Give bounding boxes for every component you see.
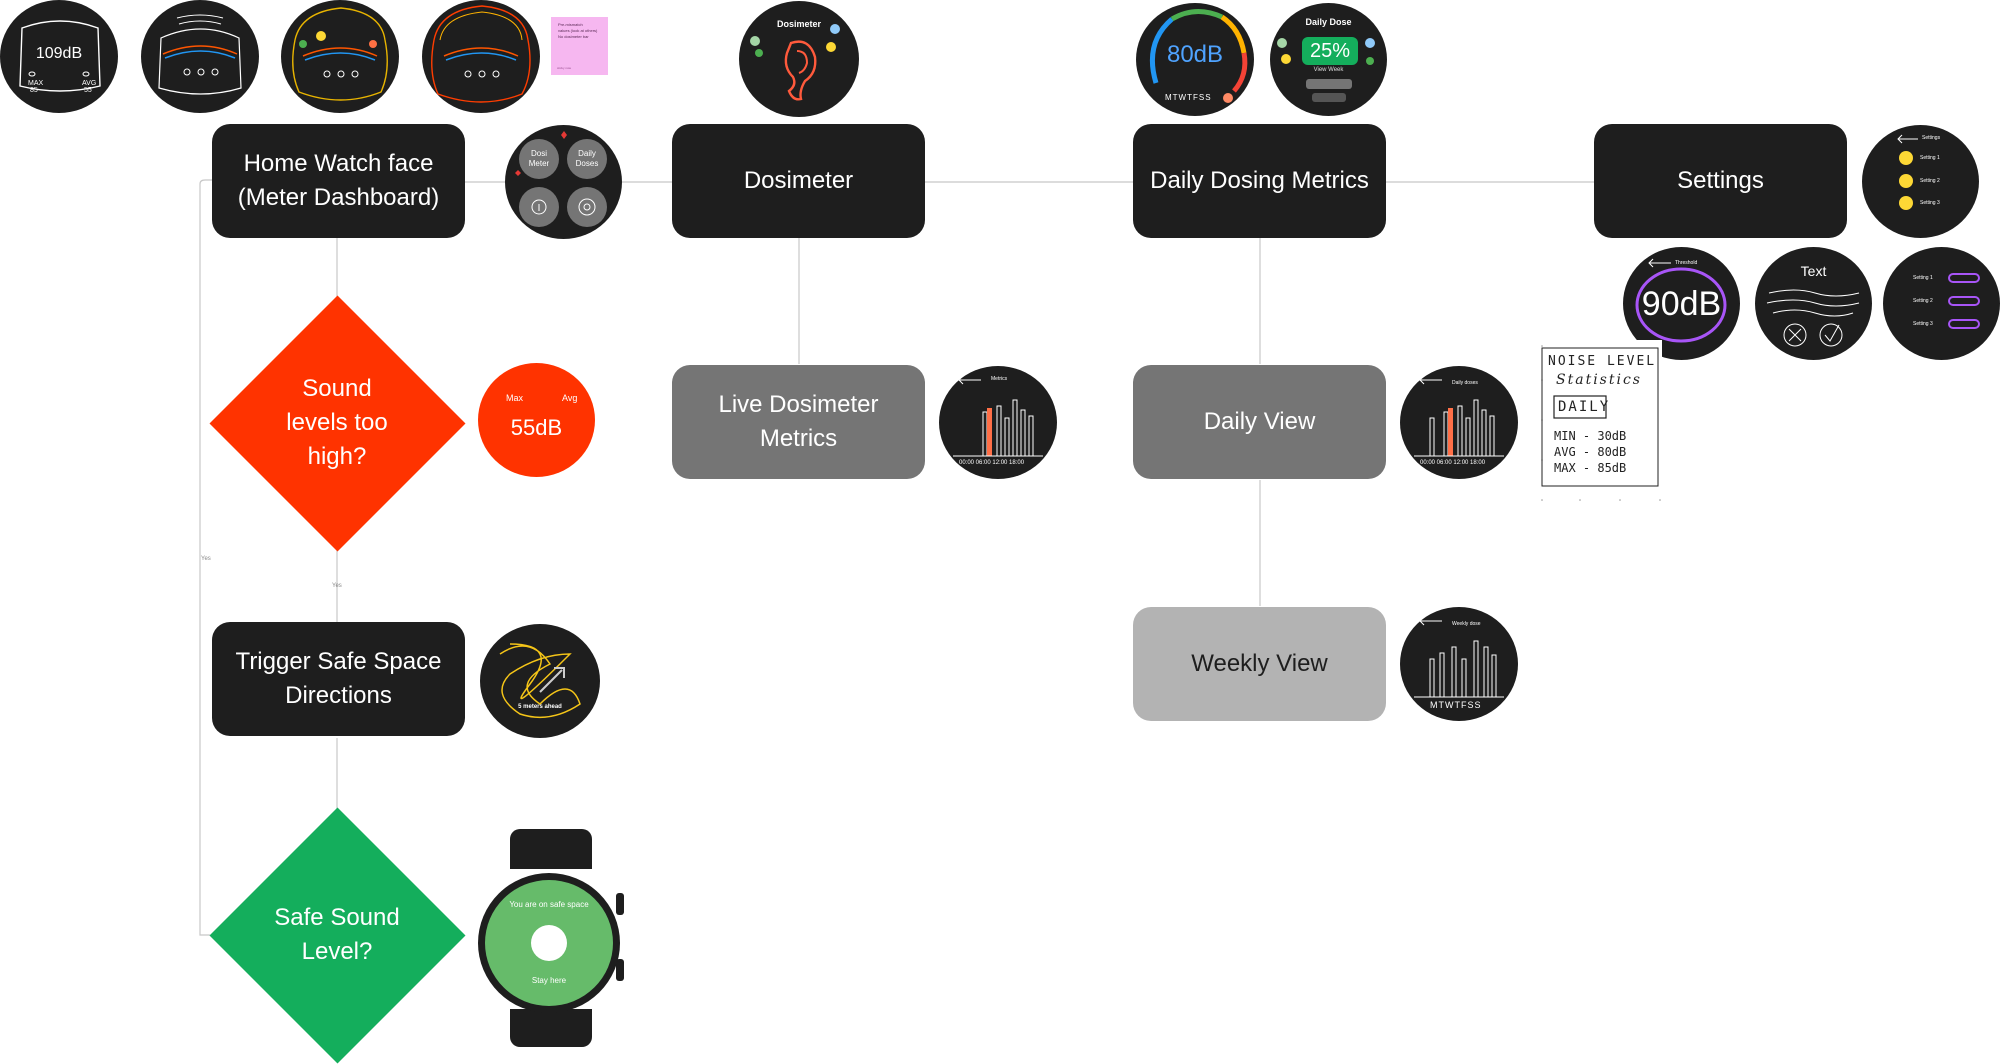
menu-item-dosimeter[interactable]: Dosi Meter: [528, 149, 550, 168]
paper-title-2: Statistics: [1556, 372, 1642, 388]
sticky-line-2: values (look at others): [558, 28, 598, 33]
paper-sketch-statistics: NOISE LEVEL Statistics DAILY MIN - 30dB …: [1540, 340, 1662, 502]
paper-row-avg: AVG - 80dB: [1554, 445, 1627, 459]
watch-weekly-chart: Weekly dose MTWTFSS: [1400, 607, 1518, 721]
paper-row-max: MAX - 85dB: [1554, 461, 1627, 475]
node-trigger-safe-space[interactable]: Trigger Safe Space Directions: [212, 622, 465, 736]
node-daily-dosing-metrics[interactable]: Daily Dosing Metrics: [1133, 124, 1386, 238]
decision-safe-level-label: Safe Sound Level?: [274, 904, 400, 965]
edge-label-yes-sound: Yes: [332, 583, 342, 589]
alert-value: 55dB: [510, 415, 563, 440]
node-home-watch-face[interactable]: Home Watch face (Meter Dashboard): [212, 124, 465, 238]
sticky-note: Pre-mismatch values (look at others) No …: [551, 17, 608, 75]
watch-text-sketch: Text: [1755, 247, 1872, 360]
menu-item-daily-doses[interactable]: Daily Doses: [575, 149, 599, 168]
threshold-title: Threshold: [1675, 260, 1698, 266]
toggle-item-1[interactable]: Setting 1: [1913, 275, 1933, 281]
watch-sketch-yellow: [281, 0, 399, 113]
daily-dose-link[interactable]: View Week: [1313, 67, 1344, 73]
home-face-avg-label: AVG: [82, 80, 97, 87]
watch-sketch-rainbow: [141, 0, 259, 113]
ring-face-value: 80dB: [1166, 41, 1224, 68]
alert-max-label: Max: [506, 393, 524, 403]
decision-sound-high-label: Sound levels too high?: [286, 375, 388, 470]
daily-chart-title: Daily doses: [1452, 380, 1478, 386]
watch-live-metrics: Metrics 00:00 06:00 12:00 18:00: [939, 366, 1057, 479]
live-chart-axis: 00:00 06:00 12:00 18:00: [959, 460, 1025, 466]
paper-title-1: NOISE LEVEL: [1548, 354, 1657, 369]
paper-row-min: MIN - 30dB: [1554, 429, 1627, 443]
safe-watch-top-text: You are on safe space: [509, 900, 589, 909]
weekly-chart-axis: MTWTFSS: [1430, 700, 1482, 710]
dosimeter-face-title: Dosimeter: [776, 19, 821, 29]
watch-safe-space-device: You are on safe space Stay here: [478, 829, 624, 1047]
home-face-value: 109dB: [35, 45, 83, 62]
node-settings[interactable]: Settings: [1594, 124, 1847, 238]
node-dosimeter[interactable]: Dosimeter: [672, 124, 925, 238]
watch-ring-80db: 80dB MTWTFSS: [1136, 3, 1254, 116]
watch-menu: Dosi Meter Daily Doses: [505, 125, 622, 239]
watch-directions: 5 meters ahead: [480, 624, 600, 738]
sticky-line-1: Pre-mismatch: [558, 22, 583, 27]
edge-label-yes-loop: Yes: [201, 556, 211, 562]
node-daily-view[interactable]: Daily View: [1133, 365, 1386, 479]
daily-dose-value: 25%: [1309, 40, 1351, 62]
watch-safe-dot: [531, 925, 567, 961]
watch-crown-bottom: [616, 959, 624, 981]
watch-crown-top: [616, 893, 624, 915]
paper-box-label: DAILY: [1558, 399, 1611, 415]
watch-strap-top: [510, 829, 592, 869]
sticky-line-3: No dosimeter bar: [558, 34, 589, 39]
alert-avg-label: Avg: [562, 393, 578, 403]
live-chart-title: Metrics: [991, 376, 1008, 382]
node-live-dosimeter-metrics[interactable]: Live Dosimeter Metrics: [672, 365, 925, 479]
settings-list-item-3[interactable]: Setting 3: [1920, 200, 1940, 206]
node-weekly-view[interactable]: Weekly View: [1133, 607, 1386, 721]
toggle-item-3[interactable]: Setting 3: [1913, 321, 1933, 327]
watch-dosimeter-ear: Dosimeter: [739, 1, 859, 117]
watch-home-109db: 109dB MAX 85 AVG 55: [0, 0, 118, 113]
watch-settings-list: Settings Setting 1 Setting 2 Setting 3: [1862, 125, 1979, 238]
settings-list-item-2[interactable]: Setting 2: [1920, 178, 1940, 184]
weekly-chart-title: Weekly dose: [1452, 621, 1481, 627]
settings-list-title: Settings: [1922, 135, 1941, 141]
edge-loop-safelevel-home: [199, 179, 212, 936]
watch-alert-55db: Max Avg 55dB: [478, 363, 595, 477]
toggle-item-2[interactable]: Setting 2: [1913, 298, 1933, 304]
threshold-value: 90dB: [1641, 285, 1722, 323]
text-sketch-title: Text: [1800, 263, 1827, 279]
watch-strap-bottom: [510, 1009, 592, 1047]
watch-daily-dose: Daily Dose 25% View Week: [1270, 3, 1387, 116]
home-face-max-value: 85: [30, 87, 38, 94]
watch-sketch-red: [422, 0, 540, 113]
daily-chart-axis: 00:00 06:00 12:00 18:00: [1420, 460, 1486, 466]
settings-list-item-1[interactable]: Setting 1: [1920, 155, 1940, 161]
safe-watch-bottom-text: Stay here: [531, 976, 567, 985]
watch-daily-chart: Daily doses 00:00 06:00 12:00 18:00: [1400, 366, 1518, 479]
sticky-footer: sticky note: [557, 66, 572, 70]
directions-caption: 5 meters ahead: [518, 704, 562, 710]
daily-dose-title: Daily Dose: [1305, 17, 1352, 27]
ring-face-days: MTWTFSS: [1165, 93, 1212, 102]
watch-toggles: Setting 1 Setting 2 Setting 3: [1883, 247, 2000, 360]
home-face-avg-value: 55: [84, 87, 92, 94]
home-face-max-label: MAX: [28, 80, 44, 87]
